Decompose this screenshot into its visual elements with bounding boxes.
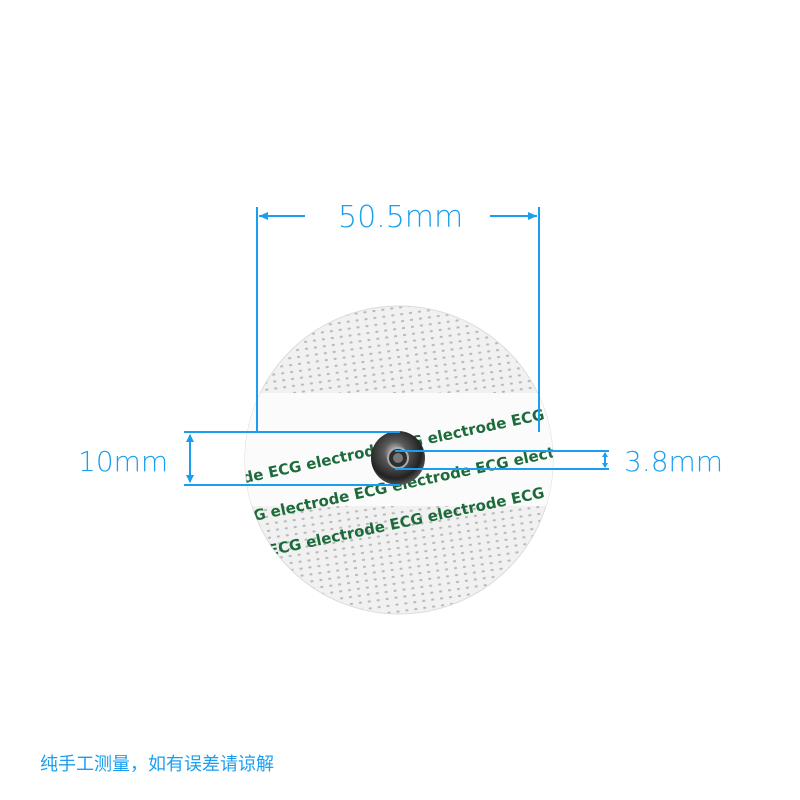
diameter-label: 50.5mm — [338, 200, 464, 235]
dimension-lines — [184, 207, 609, 486]
snap-connector — [371, 431, 425, 485]
measurement-disclaimer: 纯手工测量，如有误差请谅解 — [40, 754, 274, 775]
strip-width-label: 10mm — [78, 445, 169, 478]
snap-diameter-label: 3.8mm — [624, 445, 724, 478]
